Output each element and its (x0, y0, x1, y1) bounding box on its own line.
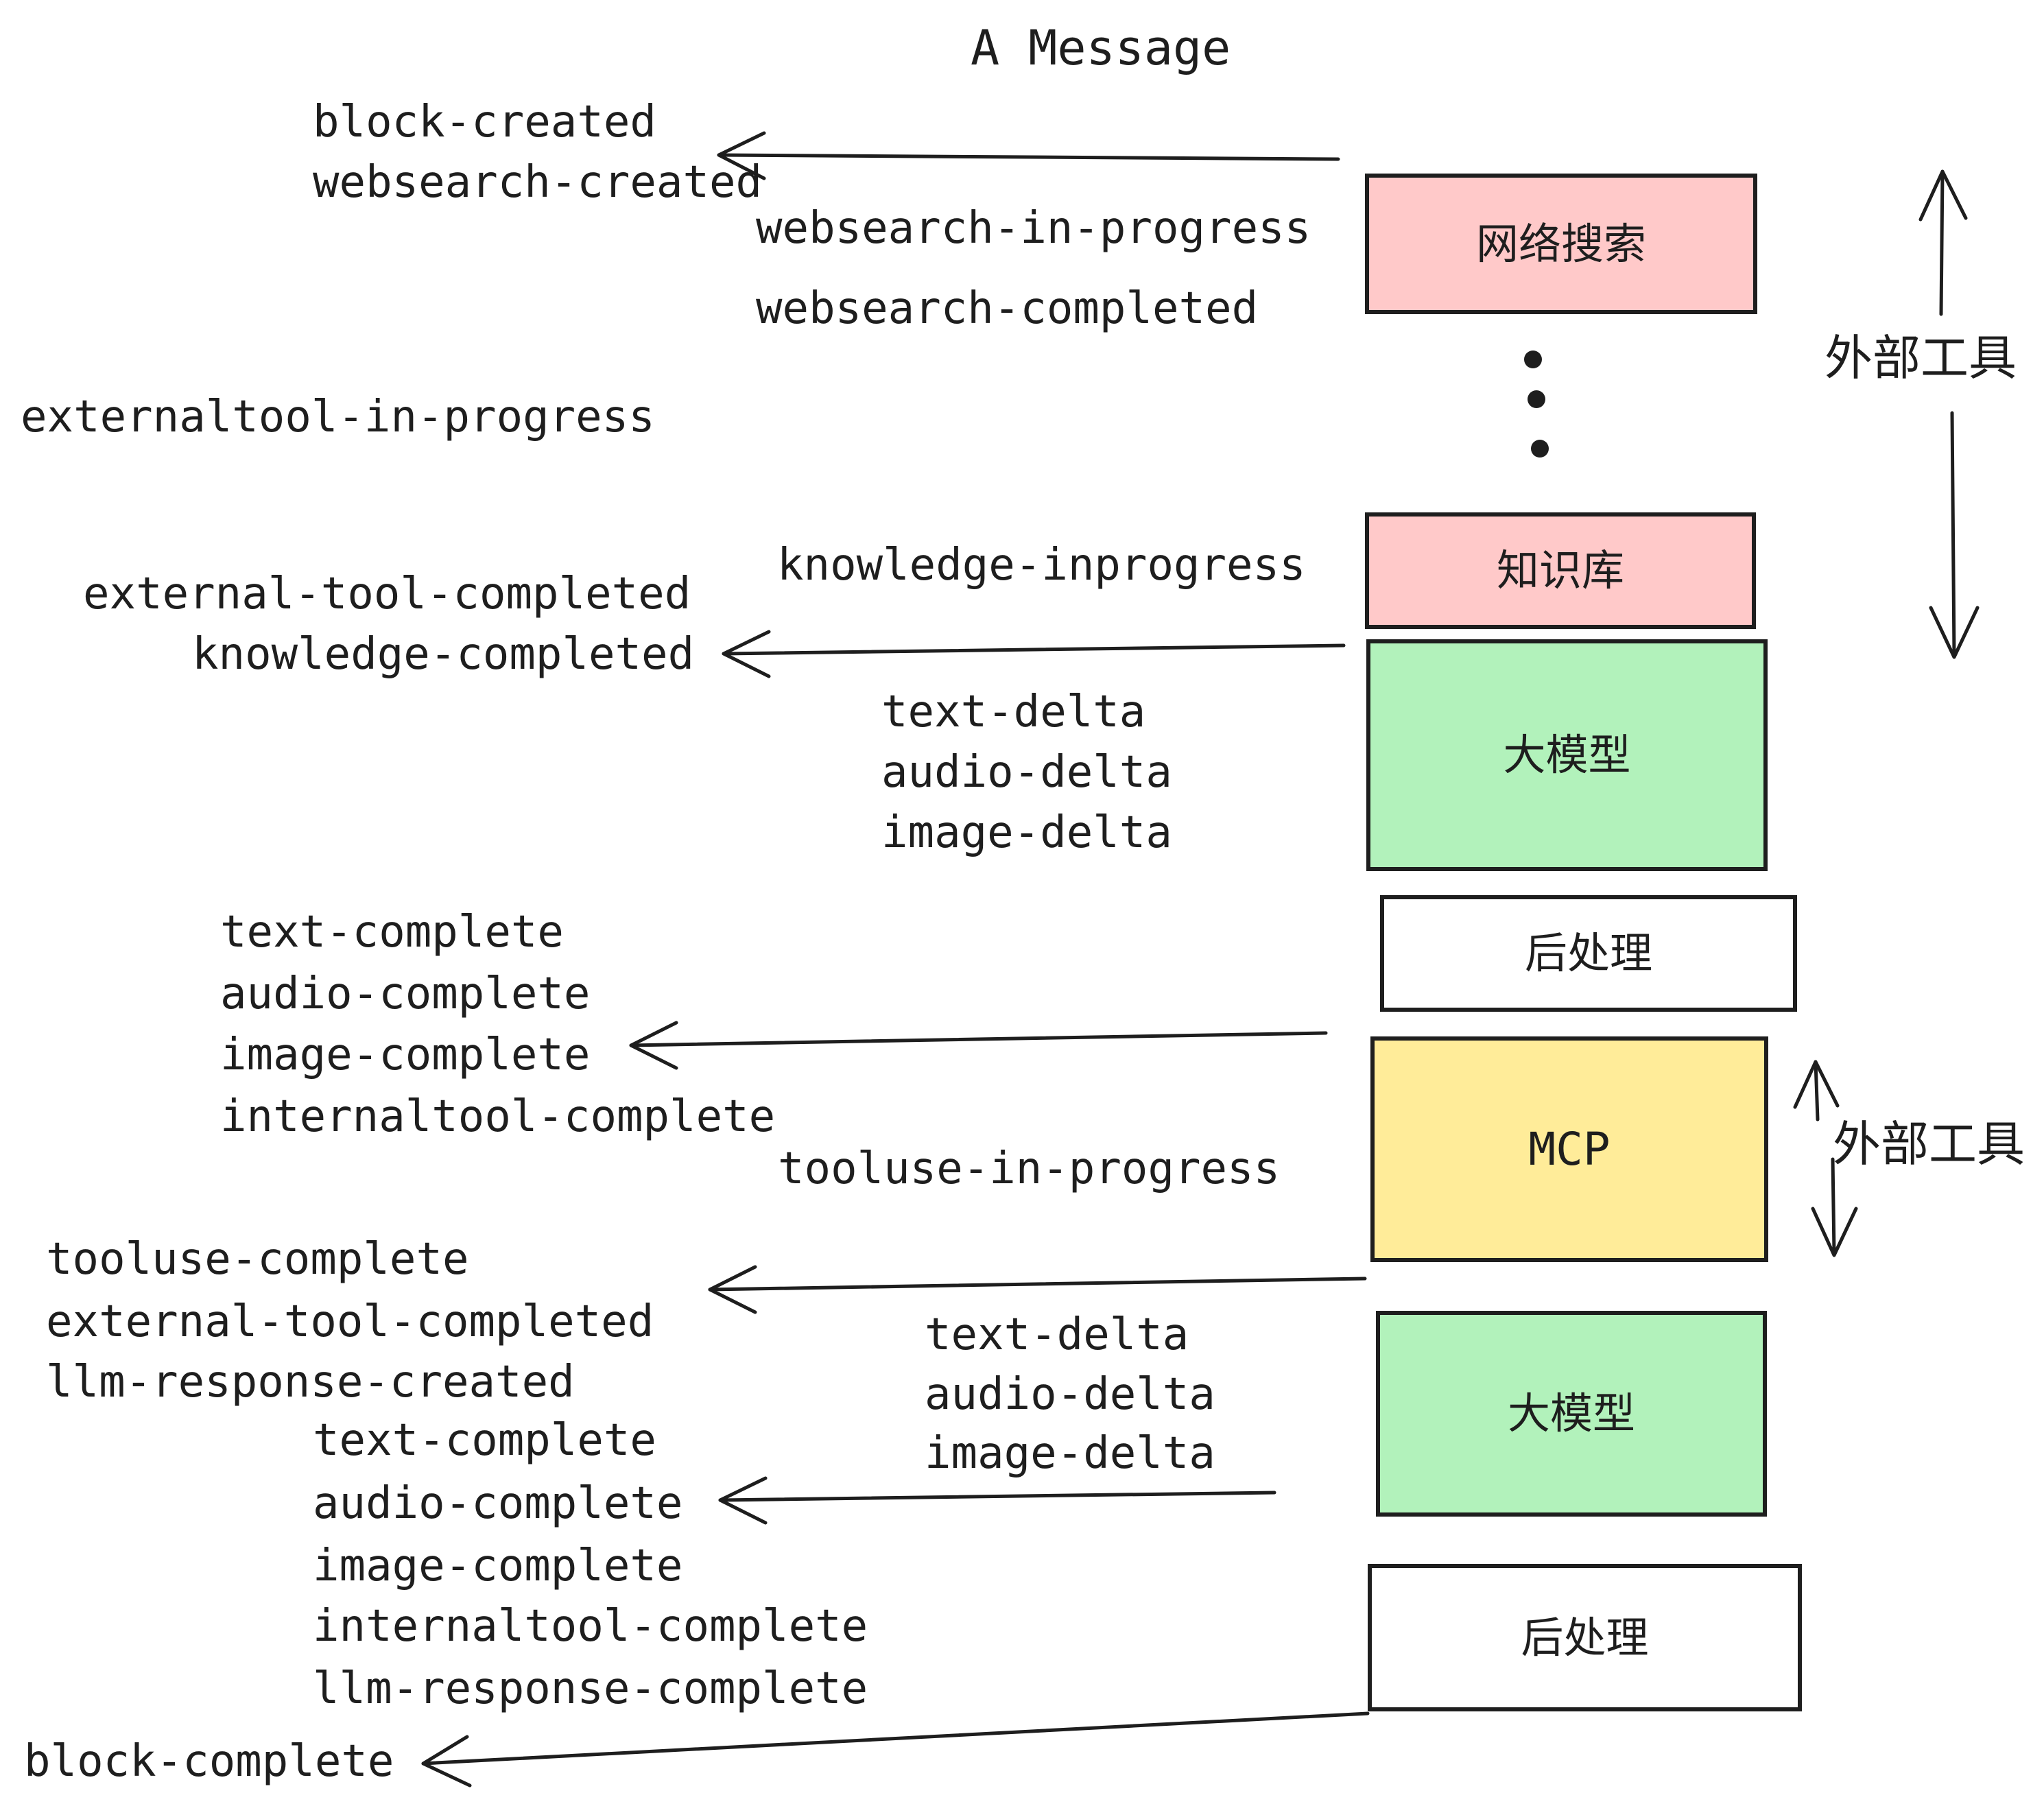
event-block-complete: block-complete (24, 1736, 394, 1787)
box-websearch: 网络搜索 (1365, 174, 1757, 314)
event-audio-complete-2: audio-complete (313, 1478, 683, 1529)
external-tools-down-arrow-1 (1929, 411, 1980, 659)
event-websearch-in-progress: websearch-in-progress (756, 203, 1311, 254)
event-websearch-created: websearch-created (313, 157, 763, 208)
arrow-tooluse-complete (708, 1265, 1367, 1314)
box-websearch-label: 网络搜索 (1475, 218, 1646, 269)
external-tools-up-arrow-1 (1918, 169, 1968, 316)
page-title: A Message (971, 20, 1231, 76)
box-llm-2-label: 大模型 (1507, 1388, 1635, 1438)
box-knowledge-base-label: 知识库 (1496, 545, 1624, 595)
event-text-complete-1: text-complete (220, 907, 564, 958)
event-llm-response-created: llm-response-created (46, 1357, 575, 1408)
arrow-block-complete (421, 1711, 1370, 1788)
event-knowledge-completed: knowledge-completed (192, 629, 695, 680)
external-tools-up-arrow-2 (1793, 1060, 1840, 1121)
event-llm-response-complete: llm-response-complete (313, 1663, 868, 1714)
box-llm-2: 大模型 (1376, 1311, 1767, 1517)
arrow-llm-complete (718, 1476, 1276, 1525)
external-tools-label-1: 外部工具 (1825, 330, 2017, 386)
box-post-process-2: 后处理 (1368, 1564, 1802, 1711)
event-text-delta-2: text-delta (925, 1309, 1189, 1360)
ellipsis-dots (1524, 351, 1549, 458)
box-llm-1-label: 大模型 (1503, 730, 1631, 780)
external-tools-label-2: 外部工具 (1833, 1116, 2025, 1172)
arrow-internal-complete (629, 1021, 1328, 1070)
box-post-process-2-label: 后处理 (1521, 1612, 1649, 1663)
event-external-tool-completed-1: external-tool-completed (83, 569, 691, 619)
event-audio-complete-1: audio-complete (220, 969, 591, 1019)
box-mcp: MCP (1370, 1036, 1768, 1262)
event-audio-delta-1: audio-delta (881, 747, 1172, 798)
event-tooluse-in-progress: tooluse-in-progress (778, 1143, 1281, 1194)
event-text-complete-2: text-complete (313, 1415, 656, 1466)
box-mcp-label: MCP (1528, 1122, 1611, 1176)
event-knowledge-inprogress: knowledge-inprogress (777, 540, 1306, 591)
event-image-complete-2: image-complete (313, 1541, 683, 1591)
event-text-delta-1: text-delta (881, 687, 1146, 737)
event-internaltool-complete-2: internaltool-complete (313, 1601, 868, 1652)
event-externaltool-in-progress: externaltool-in-progress (21, 392, 655, 442)
event-audio-delta-2: audio-delta (925, 1369, 1215, 1420)
box-knowledge-base: 知识库 (1365, 512, 1756, 629)
event-image-delta-2: image-delta (925, 1428, 1215, 1479)
external-tools-down-arrow-2 (1811, 1157, 1858, 1257)
event-block-created: block-created (313, 97, 656, 147)
event-image-complete-1: image-complete (220, 1030, 591, 1080)
box-post-process-1: 后处理 (1380, 895, 1797, 1012)
event-external-tool-completed-2: external-tool-completed (46, 1296, 654, 1347)
event-image-delta-1: image-delta (881, 807, 1172, 858)
box-post-process-1-label: 后处理 (1524, 928, 1652, 978)
event-websearch-completed: websearch-completed (756, 283, 1259, 334)
arrow-knowledge-completed (722, 630, 1346, 678)
box-llm-1: 大模型 (1366, 639, 1768, 871)
arrow-websearch-created (717, 131, 1340, 180)
event-tooluse-complete: tooluse-complete (46, 1234, 469, 1285)
event-internaltool-complete-1: internaltool-complete (220, 1091, 776, 1142)
